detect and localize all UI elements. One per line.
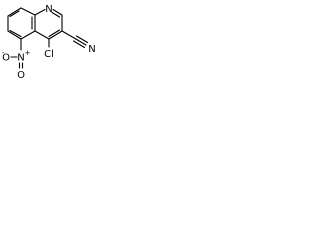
bond-c3-c4 bbox=[48, 30, 63, 40]
bond-c8a-c8 bbox=[20, 7, 36, 16]
nitro-oxygen-bottom-label: O bbox=[17, 70, 25, 81]
bond-c3-cn bbox=[61, 30, 76, 40]
bond-n1-c2 bbox=[52, 8, 63, 16]
nitro-oxygen-left-label: O bbox=[2, 53, 10, 64]
bond-c8-c7 bbox=[7, 7, 22, 17]
bond-c5-c4a bbox=[20, 30, 36, 40]
ring-nitrogen-label: N bbox=[45, 4, 52, 15]
bond-c6-c5 bbox=[7, 30, 22, 40]
bond-nitrile-1 bbox=[74, 37, 87, 46]
chlorine-label: Cl bbox=[44, 49, 54, 60]
atom-labels: N N Cl N + O - O bbox=[2, 4, 96, 81]
nitro-nitrogen-label: N bbox=[17, 53, 24, 64]
nitro-plus-charge: + bbox=[25, 49, 31, 57]
bond-c6-c5-inner bbox=[9, 29, 22, 38]
bonds bbox=[7, 7, 89, 69]
bond-c3-c4-inner bbox=[48, 29, 61, 38]
bond-c8a-n1 bbox=[34, 8, 46, 16]
cyano-nitrogen-label: N bbox=[88, 44, 95, 55]
bond-nitrile-2 bbox=[75, 35, 89, 44]
chemical-structure: N N Cl N + O - O bbox=[2, 4, 96, 81]
bond-n1-c2-inner bbox=[51, 11, 61, 18]
bond-c4-c4a bbox=[34, 30, 50, 40]
nitro-minus-charge: - bbox=[2, 49, 5, 57]
bond-c7-c7-inner bbox=[9, 10, 20, 18]
bond-nitrile-3 bbox=[72, 40, 86, 49]
